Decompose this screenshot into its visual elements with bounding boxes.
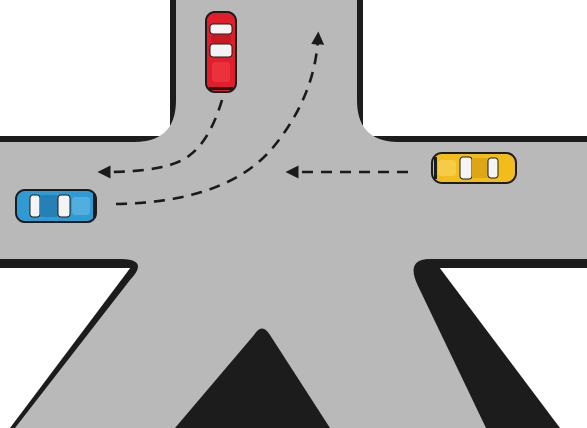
blue-car-rear-window: [29, 194, 41, 218]
blue-car: [15, 189, 97, 223]
red-car-turn-path: [97, 99, 224, 179]
red-car-rear-window: [209, 23, 233, 35]
blue-car-turn-path: [115, 31, 325, 206]
blue-car-hood: [72, 197, 90, 215]
yellow-car-windshield: [459, 156, 473, 180]
yellow-car-rear-window: [487, 157, 499, 179]
vehicle-paths: [97, 31, 408, 206]
yellow-car: [431, 152, 517, 184]
blue-car-bumper: [93, 194, 96, 218]
yellow-car-hood: [438, 160, 456, 176]
blue-car-roof: [40, 195, 58, 217]
yellow-car-roof: [472, 158, 488, 178]
red-car-roof: [211, 35, 231, 43]
red-car-windshield: [209, 43, 233, 58]
blue-car-windshield: [57, 194, 71, 218]
red-car-hood: [212, 62, 230, 82]
yellow-car-bumper: [434, 157, 437, 179]
red-car: [205, 11, 237, 93]
red-car-bumper: [209, 87, 233, 90]
